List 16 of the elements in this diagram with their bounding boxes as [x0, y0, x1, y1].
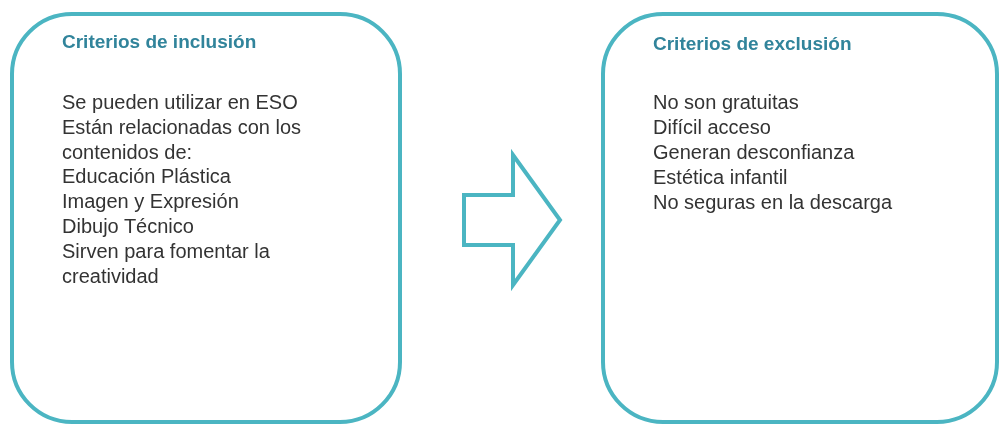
list-item: Dibujo Técnico [62, 214, 195, 239]
list-item: Se pueden utilizar en ESO [62, 90, 299, 115]
rounded-box [10, 12, 402, 424]
list-item: Imagen y Expresión [62, 189, 240, 214]
rounded-box [601, 12, 999, 424]
list-item: No son gratuitas [653, 90, 800, 115]
block-arrow [462, 148, 563, 292]
list-item: Estética infantil [653, 165, 789, 190]
heading: Criterios de inclusión [62, 30, 258, 54]
list-item: No seguras en la descarga [653, 190, 894, 215]
list-item: Generan desconfianza [653, 140, 856, 165]
list-item: Sirven para fomentar la creatividad [62, 239, 271, 288]
list-item: Difícil acceso [653, 115, 772, 140]
list-item: Están relacionadas con los contenidos de: [62, 115, 303, 164]
list-item: Educación Plástica [62, 164, 232, 189]
heading: Criterios de exclusión [653, 32, 853, 56]
